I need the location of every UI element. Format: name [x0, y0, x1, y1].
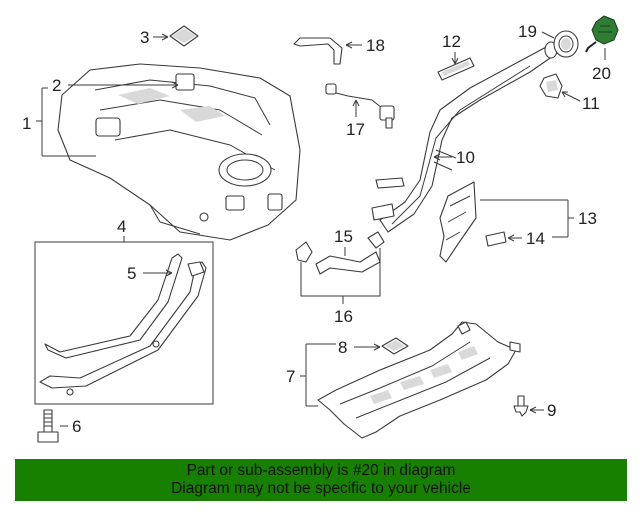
clamp-16b[interactable] [367, 231, 385, 249]
vent-line-17[interactable] [325, 83, 395, 129]
callout-9: 9 [547, 401, 556, 420]
callout-14: 14 [526, 229, 545, 248]
callout-11: 11 [582, 94, 600, 113]
callout-7: 7 [286, 367, 295, 386]
callout-5: 5 [127, 264, 136, 283]
callout-20: 20 [592, 64, 611, 83]
info-banner: Part or sub-assembly is #20 in diagram D… [15, 459, 627, 501]
callout-10: 10 [456, 148, 475, 167]
banner-line-2: Diagram may not be specific to your vehi… [171, 480, 471, 497]
callout-2: 2 [52, 76, 61, 95]
callout-16: 16 [334, 307, 353, 326]
tank-strap[interactable] [39, 253, 207, 396]
callout-15: 15 [334, 227, 353, 246]
clip-9[interactable] [513, 395, 529, 417]
callout-8: 8 [338, 338, 347, 357]
pad-14[interactable] [485, 231, 507, 247]
callout-3: 3 [140, 28, 149, 47]
pad-12[interactable] [437, 57, 475, 81]
ring-19[interactable] [553, 30, 579, 58]
bolt-6[interactable] [37, 409, 59, 443]
callout-6: 6 [72, 417, 81, 436]
clamp-16a[interactable] [295, 241, 313, 263]
hose-15[interactable] [315, 251, 381, 275]
filler-neck[interactable] [371, 41, 558, 233]
callout-13: 13 [578, 209, 597, 228]
callout-17: 17 [346, 120, 365, 139]
heat-shield-13[interactable] [439, 181, 477, 263]
part-3-pad[interactable] [169, 25, 199, 47]
callout-4: 4 [117, 217, 126, 236]
clip-11[interactable] [539, 73, 563, 99]
pad-8[interactable] [381, 337, 409, 355]
callout-12: 12 [442, 32, 461, 51]
callout-1: 1 [22, 114, 31, 133]
hose-18[interactable] [293, 37, 343, 65]
underbody-shield-7[interactable] [317, 321, 521, 439]
banner-line-1: Part or sub-assembly is #20 in diagram [186, 462, 456, 479]
callout-19: 19 [518, 22, 537, 41]
callout-18: 18 [366, 36, 385, 55]
fuel-cap-20[interactable] [585, 15, 619, 53]
fuel-tank[interactable] [57, 63, 301, 241]
